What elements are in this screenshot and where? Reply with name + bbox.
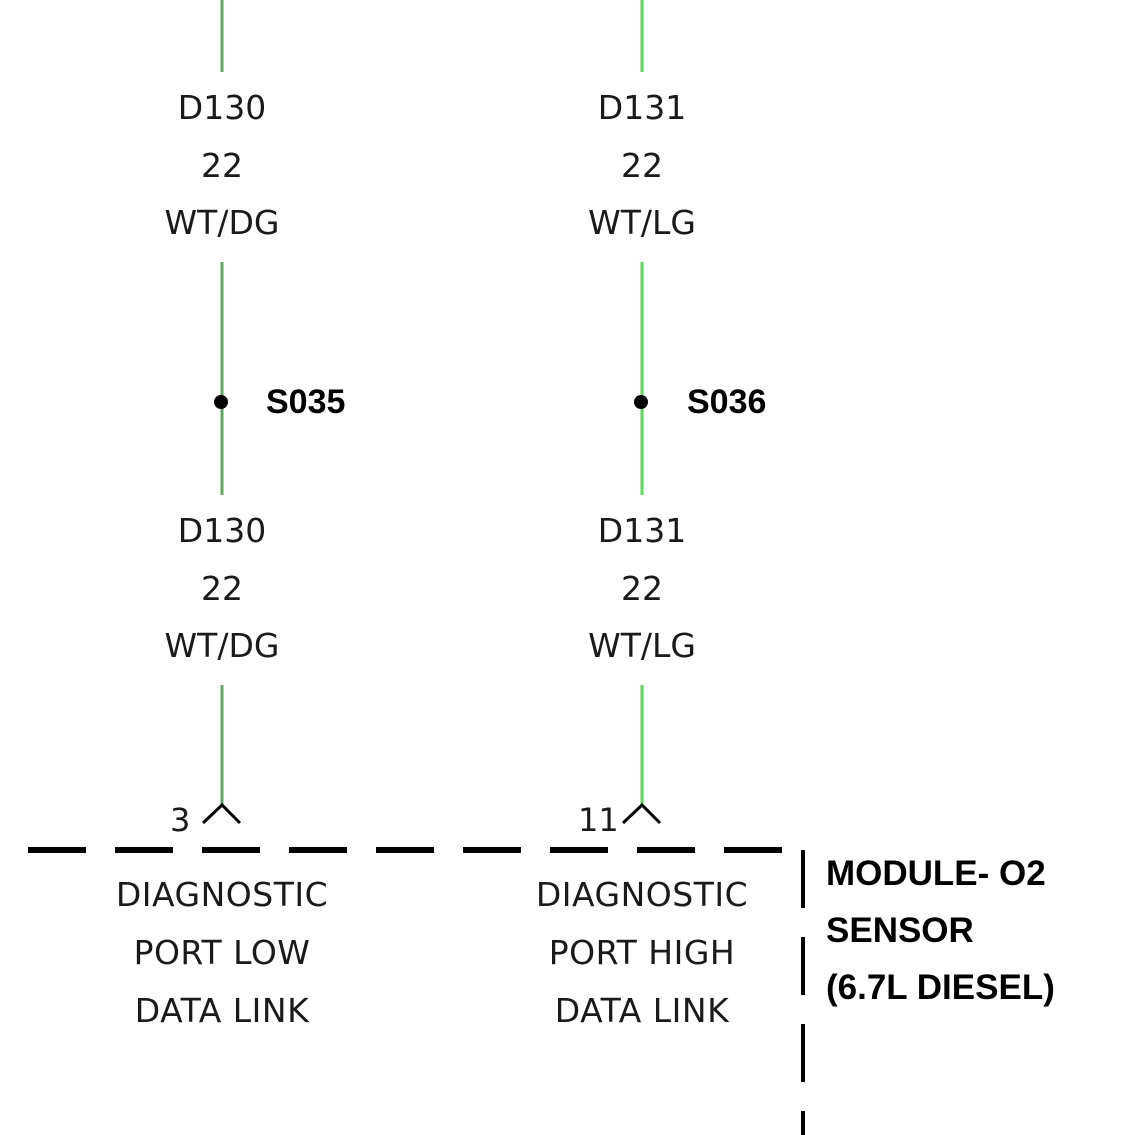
module-name-line2: SENSOR <box>826 911 974 950</box>
connector-pin-11-icon <box>621 802 662 825</box>
splice-label-s035: S035 <box>266 383 346 421</box>
function-label-right-line3: DATA LINK <box>554 991 730 1030</box>
wire-color-label-top-right: WT/LG <box>588 203 696 242</box>
wire-gauge-label-top-left: 22 <box>201 146 243 185</box>
function-label-right-line1: DIAGNOSTIC <box>535 875 749 914</box>
wire-id-label-bottom-right: D131 <box>597 511 687 550</box>
wire-id-label-bottom-left: D130 <box>177 511 267 550</box>
wire-color-label-bottom-right: WT/LG <box>588 626 696 665</box>
wire-id-label-top-left: D130 <box>177 88 267 127</box>
splice-label-s036: S036 <box>687 383 767 421</box>
module-name-line1: MODULE- O2 <box>826 854 1046 893</box>
splice-dot-s035 <box>214 395 228 409</box>
function-label-left-line3: DATA LINK <box>134 991 310 1030</box>
wire-color-label-bottom-left: WT/DG <box>164 626 280 665</box>
wire-color-label-top-left: WT/DG <box>164 203 280 242</box>
wire-gauge-label-top-right: 22 <box>621 146 663 185</box>
wire-gauge-label-bottom-left: 22 <box>201 569 243 608</box>
connector-pin-3-icon <box>201 802 242 825</box>
function-label-left-line1: DIAGNOSTIC <box>115 875 329 914</box>
splice-dot-s036 <box>634 395 648 409</box>
pin-number-right: 11 <box>578 801 619 839</box>
function-label-right-line2: PORT HIGH <box>548 933 736 972</box>
pin-number-left: 3 <box>170 801 191 839</box>
wire-id-label-top-right: D131 <box>597 88 687 127</box>
module-name-line3: (6.7L DIESEL) <box>826 968 1055 1007</box>
function-label-left-line2: PORT LOW <box>133 933 311 972</box>
wire-gauge-label-bottom-right: 22 <box>621 569 663 608</box>
